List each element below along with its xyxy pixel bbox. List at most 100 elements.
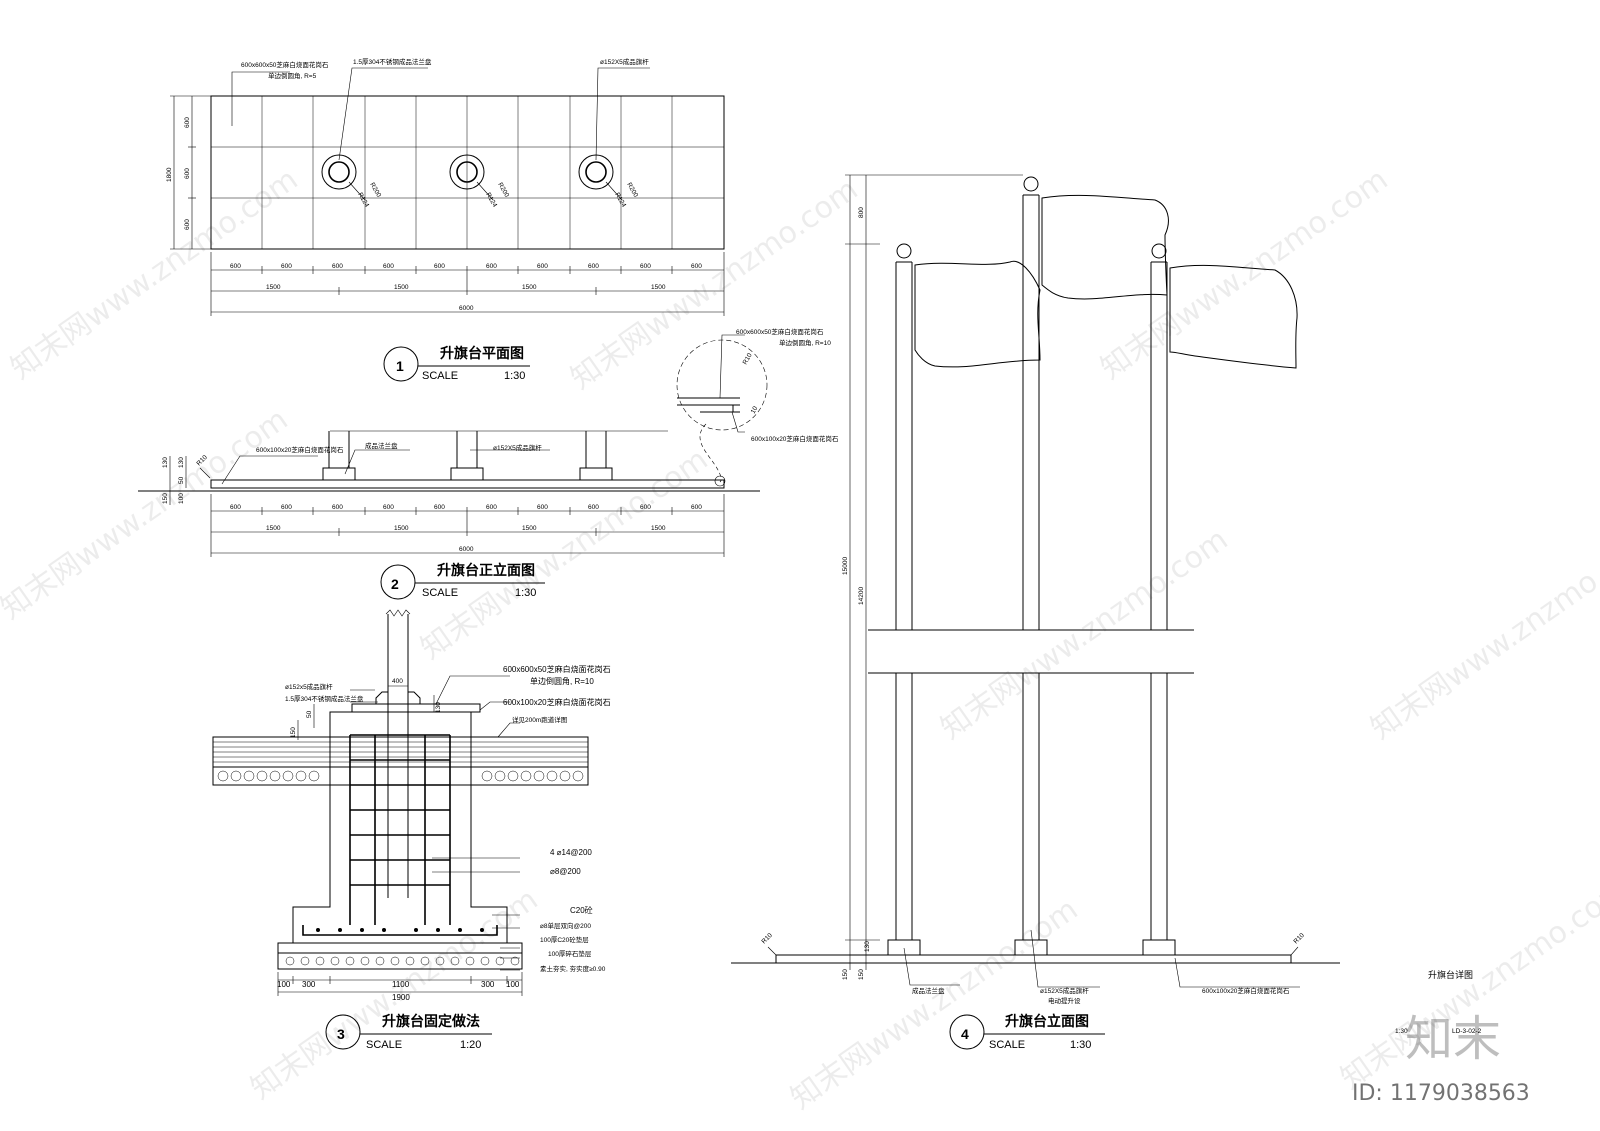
plan-note-tile: 600x600x50芝麻白烧面花岗石 [241,60,329,69]
front-note-curb: 600x100x20芝麻白烧面花岗石 [256,445,344,454]
elev-note-flange: 成品法兰盘 [912,986,945,995]
section-note-rebar-3: ⌀8单层双向@200 [540,921,591,930]
plan-radius-outer-1: R200 [368,182,382,199]
elev-flagpole-left [887,243,1041,956]
plan-title-block: 1 升旗台平面图 SCALE 1:30 [383,345,530,382]
front-scale-label: SCALE [422,587,458,599]
section-scale-label: SCALE [366,1039,402,1051]
section-note-rebar-2: ⌀8@200 [550,867,581,876]
front-dim-span-4: 1500 [651,525,666,532]
front-dim-cell-3: 600 [332,504,343,511]
plan-dim-total-h: 1800 [166,167,173,182]
section-view-title: 升旗台固定做法 [382,1013,480,1029]
detail-note-1: 600x600x50芝麻白烧面花岗石 [736,327,824,336]
elev-dim-total: 15000 [842,557,849,575]
plan-dim-row-2: 600 [184,168,191,179]
section-dim-130: 130 [435,702,442,713]
elev-scale-value: 1:30 [1070,1039,1091,1051]
section-title-block: 3 升旗台固定做法 SCALE 1:20 [325,1013,492,1051]
front-view-number: 2 [391,576,399,592]
plan-dim-span-2: 1500 [394,284,409,291]
front-pole-1 [322,431,356,481]
sheet-detail-label: 升旗台详图 [1428,969,1473,980]
front-dim-left-1: 130 [162,457,169,468]
elev-dim-top: 800 [858,207,865,218]
elev-dim-pole: 14200 [858,587,865,605]
elev-note-curb: 600x100x20芝麻白烧面花岗石 [1202,986,1290,995]
watermark-id: ID: 1179038563 [1352,1081,1530,1106]
flagpole-elevation-view: R10 R10 [731,174,1340,1051]
detail-dim: 10 [750,405,760,415]
plan-dim-row-1: 600 [184,117,191,128]
plan-dim-cell-3: 600 [332,263,343,270]
plan-dim-cell-7: 600 [537,263,548,270]
plan-radius-outer-3: R200 [625,182,639,199]
front-dim-cell-10: 600 [691,504,702,511]
section-dim-bottom-3: 1100 [392,980,410,989]
watermark-logo: 知末 [1405,1011,1501,1067]
plan-flagpole-1 [321,154,357,190]
watermark-text: 知末网www.znzmo.com [1095,162,1395,387]
elev-note-pole: ø152X5成品旗杆 [1040,986,1089,995]
watermark-text: 知末网www.znzmo.com [785,892,1085,1117]
section-dim-total: 1900 [392,993,410,1002]
plan-note-flange: 1.5厚304不锈钢成品法兰盘 [353,57,432,66]
plan-note-tile-2: 单边倒圆角, R=5 [268,71,317,80]
plan-dim-row-3: 600 [184,219,191,230]
front-dim-left-5: 100 [178,493,185,504]
foundation-section-view: 400 [212,609,611,1051]
front-dim-span-2: 1500 [394,525,409,532]
front-dim-total: 6000 [459,546,474,553]
plan-dim-cell-4: 600 [383,263,394,270]
elev-note-pole-2: 电动提升设 [1048,996,1081,1005]
front-dim-left-4: 150 [162,493,169,504]
plan-radius-inner-2: R124 [484,192,498,209]
section-dim-bottom-2: 300 [302,980,316,989]
plan-dim-cell-10: 600 [691,263,702,270]
elev-dim-bottom-1: 150 [842,969,849,980]
plan-radius-outer-2: R200 [496,182,510,199]
plan-view-title: 升旗台平面图 [440,345,524,361]
section-note-flange: 1.5厚304不锈钢成品法兰盘 [285,694,364,703]
plan-view-number: 1 [396,358,404,374]
section-note-paving: 详见200m跑道详图 [512,715,567,724]
elev-flagpole-right [1142,243,1298,956]
section-note-curb: 600x100x20芝麻白烧面花岗石 [503,697,611,707]
front-dim-span-3: 1500 [522,525,537,532]
section-note-tile-2: 单边倒圆角, R=10 [530,676,594,686]
sheet-code-stub: LD-3-02-2 [1452,1028,1482,1035]
front-view-title: 升旗台正立面图 [437,562,535,578]
front-dim-left-2: 50 [178,476,185,484]
front-title-block: 2 升旗台正立面图 SCALE 1:30 [380,562,545,600]
section-note-base-2: 100厚碎石垫层 [548,949,592,958]
front-dim-cell-9: 600 [640,504,651,511]
front-dim-cell-7: 600 [537,504,548,511]
elev-flagpole-center [1014,176,1169,956]
front-scale-value: 1:30 [515,587,536,599]
elev-view-title: 升旗台立面图 [1005,1013,1089,1029]
section-note-pole: ø152x5成品旗杆 [285,682,333,691]
elev-scale-label: SCALE [989,1039,1025,1051]
sheet-scale-stub: 1:30 [1395,1028,1408,1035]
section-note-rebar-1: 4 ⌀14@200 [550,848,592,857]
watermark-text: 知末网www.znzmo.com [0,402,294,627]
front-note-pole: ø152X5成品旗杆 [493,443,542,452]
front-dim-span-1: 1500 [266,525,281,532]
section-dim-left-2: 50 [306,710,313,718]
plan-dim-cell-8: 600 [588,263,599,270]
elev-view-number: 4 [961,1026,969,1042]
plan-dim-span-3: 1500 [522,284,537,291]
elev-dim-bottom-2: 150 [858,969,865,980]
detail-note-2: 单边倒圆角, R=10 [779,338,831,347]
plan-note-pole: ø152X5成品旗杆 [600,57,649,66]
front-dim-left-3: 130 [178,457,185,468]
watermark-text: 知末网www.znzmo.com [565,172,865,397]
plan-radius-inner-3: R124 [613,192,627,209]
section-scale-value: 1:20 [460,1039,481,1051]
plan-dim-span-1: 1500 [266,284,281,291]
watermark-layer: 知末网www.znzmo.com 知末网www.znzmo.com 知末网www… [0,162,1600,1117]
section-note-base-1: 100厚C20砼垫层 [540,935,589,944]
section-dim-bottom-4: 300 [481,980,495,989]
section-note-tile: 600x600x50芝麻白烧面花岗石 [503,664,611,674]
